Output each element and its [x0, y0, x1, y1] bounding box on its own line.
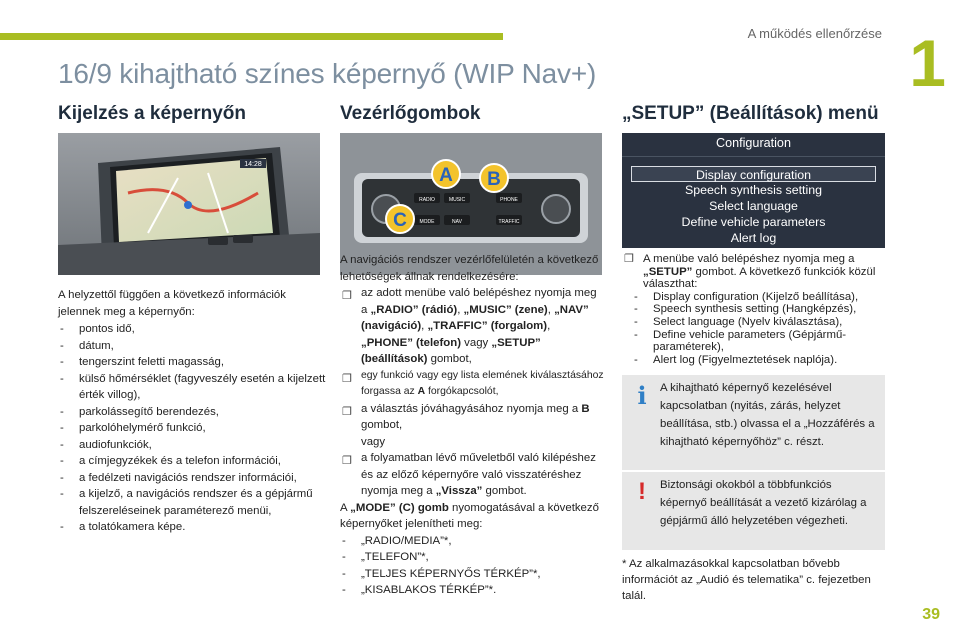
- setup-screen-divider: [622, 156, 885, 157]
- menu-item-select-language[interactable]: Select language: [709, 199, 798, 213]
- list-item: ❐a folyamatban lévő műveletből való kilé…: [342, 452, 596, 497]
- list-item: -a fedélzeti navigációs rendszer informá…: [60, 471, 297, 484]
- list-item: -„RADIO/MEDIA”*,: [342, 534, 452, 547]
- setup-text: ❐A menübe való belépéshez nyomja meg a „…: [622, 253, 892, 366]
- menu-item-speech-synthesis[interactable]: Speech synthesis setting: [684, 183, 823, 197]
- setup-items-list: -Display configuration (Kijelző beállítá…: [622, 291, 892, 367]
- mode-items-list: -„RADIO/MEDIA”*, -„TELEFON”*, -„TELJES K…: [340, 533, 604, 599]
- controls-heading: Vezérlőgombok: [340, 103, 481, 124]
- mode-text: A „MODE” (C) gomb nyomogatásával a követ…: [340, 501, 599, 531]
- display-intro: A helyzettől függően a következő informá…: [58, 289, 286, 318]
- list-item: -„TELJES KÉPERNYŐS TÉRKÉP”*,: [342, 567, 541, 580]
- display-items-list: -pontos idő, -dátum, -tengerszint felett…: [58, 321, 326, 536]
- warning-note-text: Biztonsági okokból a többfunkciós képern…: [660, 479, 867, 527]
- mode-button-label: MODE: [420, 219, 436, 225]
- display-screen-photo: 14:28: [58, 133, 320, 275]
- menu-item-vehicle-parameters[interactable]: Define vehicle parameters: [681, 215, 826, 229]
- setup-screen-title: Configuration: [716, 136, 791, 150]
- page-number: 39: [922, 606, 940, 623]
- setup-screen: Configuration Display configuration Spee…: [622, 133, 885, 248]
- chapter-number: 1: [909, 26, 946, 100]
- list-item: -a kijelző, a navigációs rendszer és a g…: [60, 488, 313, 517]
- label-b: B: [487, 169, 501, 190]
- list-item: -Define vehicle parameters (Gépjármű-par…: [634, 328, 847, 354]
- list-item: -külső hőmérséklet (fagyveszély esetén a…: [60, 372, 326, 402]
- music-button-label: MUSIC: [449, 197, 466, 203]
- list-item: -pontos idő,: [60, 323, 135, 335]
- list-item: ❐A menübe való belépéshez nyomja meg a „…: [624, 253, 876, 291]
- info-note-text: A kihajtható képernyő kezelésével kapcso…: [660, 382, 875, 448]
- controls-bullets: ❐az adott menübe való belépéshez nyomja …: [340, 285, 604, 500]
- radio-button-label: RADIO: [419, 197, 435, 203]
- list-item: -a címjegyzékek és a telefon információi…: [60, 455, 281, 467]
- list-item: -„TELEFON”*,: [342, 551, 429, 563]
- nav-button-label: NAV: [452, 219, 463, 225]
- traffic-button-label: TRAFFIC: [498, 219, 519, 225]
- info-note: i A kihajtható képernyő kezelésével kapc…: [622, 375, 885, 470]
- phone-button-label: PHONE: [500, 197, 518, 203]
- controls-intro: A navigációs rendszer vezérlőfelületén a…: [340, 254, 599, 283]
- display-text: A helyzettől függően a következő informá…: [58, 287, 326, 536]
- setup-heading: „SETUP” (Beállítások) menü: [622, 103, 879, 124]
- label-a: A: [439, 165, 453, 186]
- list-item: -parkolássegítő berendezés,: [60, 405, 219, 418]
- list-item: -Display configuration (Kijelző beállítá…: [634, 290, 859, 303]
- screen-time: 14:28: [244, 161, 262, 168]
- control-panel-photo: RADIO MUSIC PHONE MODE NAV TRAFFIC A B C: [340, 133, 602, 275]
- warning-icon: !: [638, 478, 646, 505]
- page-title: 16/9 kihajtható színes képernyő (WIP Nav…: [58, 58, 597, 89]
- menu-item-display-configuration[interactable]: Display configuration: [631, 166, 876, 182]
- menu-item-alert-log[interactable]: Alert log: [730, 231, 777, 245]
- label-c: C: [393, 210, 407, 231]
- list-item: -Speech synthesis setting (Hangképzés),: [634, 303, 857, 316]
- list-item: ❐a választás jóváhagyásához nyomja meg a…: [342, 402, 590, 448]
- list-item: -audiofunkciók,: [60, 438, 152, 451]
- list-item: -„KISABLAKOS TÉRKÉP”*.: [342, 584, 497, 596]
- section-label: A működés ellenőrzése: [747, 26, 882, 41]
- list-item: ❐az adott menübe való belépéshez nyomja …: [342, 287, 597, 365]
- setup-menu: Display configuration Speech synthesis s…: [622, 166, 885, 246]
- list-item: ❐egy funkció vagy egy lista elemének kiv…: [342, 369, 604, 398]
- header-accent-bar: [0, 33, 503, 40]
- display-heading: Kijelzés a képernyőn: [58, 103, 246, 124]
- list-item: -tengerszint feletti magasság,: [60, 356, 224, 368]
- footnote: * Az alkalmazásokkal kapcsolatban bővebb…: [622, 558, 871, 602]
- list-item: -Alert log (Figyelmeztetések naplója).: [634, 353, 838, 366]
- info-icon: i: [637, 381, 647, 410]
- list-item: -a tolatókamera képe.: [60, 521, 186, 533]
- controls-text: A navigációs rendszer vezérlőfelületén a…: [340, 252, 604, 599]
- list-item: -Select language (Nyelv kiválasztása),: [634, 315, 843, 328]
- warning-note: ! Biztonsági okokból a többfunkciós képe…: [622, 472, 885, 550]
- list-item: -dátum,: [60, 339, 114, 352]
- list-item: -parkolóhelymérő funkció,: [60, 422, 206, 434]
